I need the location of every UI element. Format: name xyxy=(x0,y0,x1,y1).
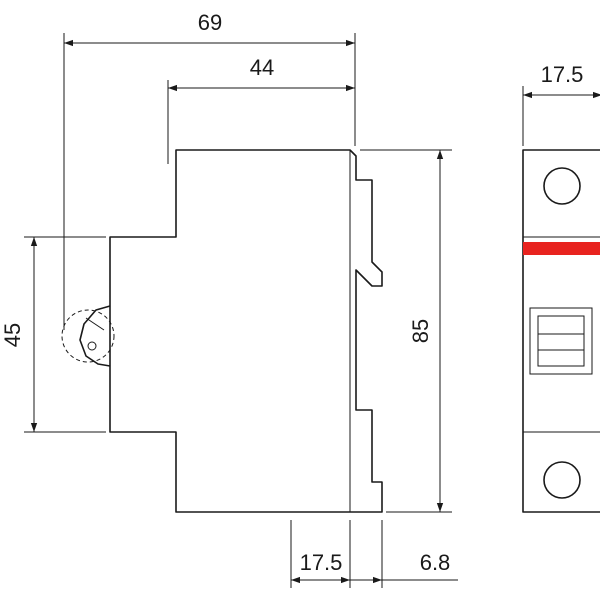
red-indicator-band xyxy=(523,242,600,255)
side-view xyxy=(61,149,383,513)
label-bottom-offset: 6.8 xyxy=(420,550,451,575)
front-view-outline xyxy=(522,149,600,513)
lever-swing-path xyxy=(61,309,115,363)
label-front-height: 45 xyxy=(0,323,25,347)
top-terminal-screw-icon xyxy=(543,167,581,205)
toggle-lever xyxy=(61,305,115,367)
switch-window xyxy=(529,307,593,375)
extension-lines xyxy=(24,33,524,588)
label-bottom-width: 17.5 xyxy=(300,550,343,575)
lever-pivot-icon xyxy=(87,341,97,351)
lever-detail-line xyxy=(85,317,105,331)
dimension-lines xyxy=(30,39,600,584)
label-overall-height: 85 xyxy=(408,319,433,343)
label-front-depth: 44 xyxy=(250,55,274,80)
dimension-labels: 69 44 17.5 45 85 17.5 6.8 xyxy=(0,10,583,575)
side-view-outline xyxy=(109,149,383,513)
label-overall-depth: 69 xyxy=(198,10,222,35)
front-view xyxy=(522,149,600,513)
bottom-terminal-screw-icon xyxy=(543,461,581,499)
lever-body xyxy=(79,305,111,367)
label-module-width: 17.5 xyxy=(541,62,584,87)
switch-toggle-icon xyxy=(537,315,585,367)
